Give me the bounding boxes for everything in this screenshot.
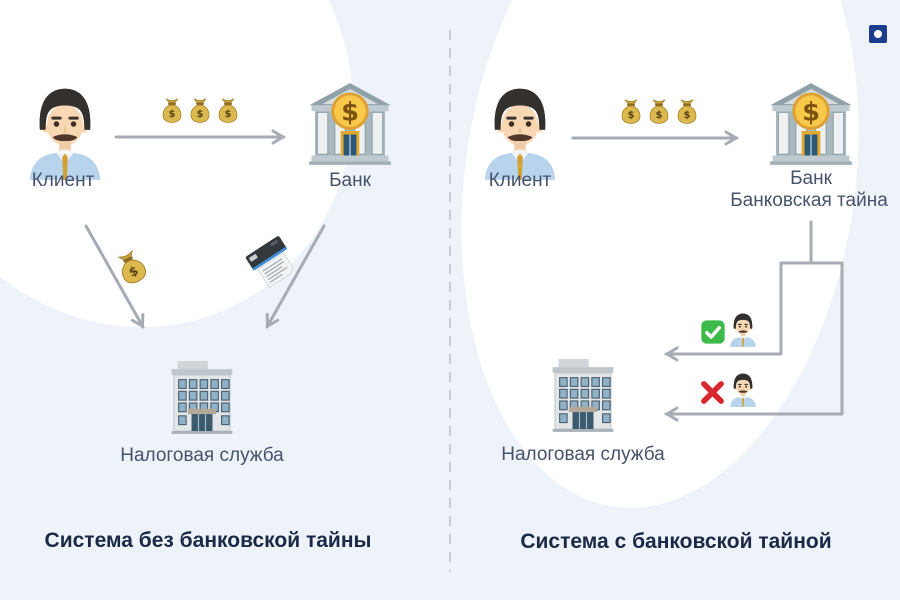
check-mark-icon [699, 318, 727, 346]
man-icon [728, 372, 758, 407]
bank-building-icon [308, 82, 392, 166]
man-icon [479, 84, 561, 180]
man-icon [24, 84, 106, 180]
money-bag-icon [186, 97, 214, 125]
panel-with-bank-secrecy: Клиент Банк Банковская тайна Налоговая с… [450, 0, 900, 600]
cross-mark-icon [697, 377, 728, 408]
money-bag-icon [158, 97, 186, 125]
money-bag-icon [617, 98, 645, 126]
man-icon [728, 312, 758, 347]
money-bag-icon [645, 98, 673, 126]
tax-service-label: Налоговая служба [501, 444, 665, 465]
money-bag-icon [673, 98, 701, 126]
office-building-icon [541, 352, 625, 436]
panel-divider [449, 30, 451, 572]
brand-mark-dot-icon [874, 30, 882, 38]
money-bags-icon [158, 97, 242, 125]
client-label: Клиент [31, 170, 95, 191]
client-label: Клиент [488, 170, 552, 191]
bank-building-icon [769, 82, 853, 166]
brand-mark [869, 25, 887, 43]
printer-icon [239, 229, 305, 295]
panel-caption: Система с банковской тайной [520, 530, 832, 553]
money-bags-icon [617, 98, 701, 126]
bank-label: Банк [790, 168, 832, 189]
bank-secrecy-label: Банковская тайна [730, 190, 888, 211]
bank-label: Банк [329, 170, 371, 191]
panel-caption: Система без банковской тайны [44, 529, 372, 552]
money-bag-icon [108, 244, 156, 292]
office-building-icon [160, 354, 244, 438]
money-bag-icon [214, 97, 242, 125]
tax-service-label: Налоговая служба [120, 445, 284, 466]
panel-no-bank-secrecy: Клиент Банк Налоговая служба Система без… [0, 0, 450, 552]
